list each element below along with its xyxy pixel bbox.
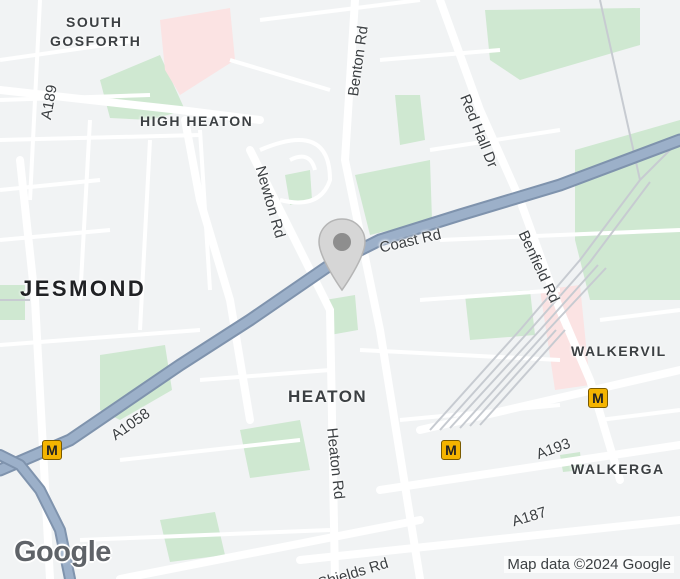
hospital-areas [160, 8, 590, 390]
area-label-high-heaton: HIGH HEATON [140, 113, 254, 129]
area-label-south: SOUTH [66, 14, 123, 30]
google-logo: Google [14, 536, 111, 568]
rail-lines [0, 0, 680, 431]
area-label-jesmond: JESMOND [20, 276, 147, 301]
map-attribution: Map data ©2024 Google [504, 556, 674, 573]
minor-roads [0, 0, 680, 542]
metro-station-icon[interactable]: M [42, 440, 62, 460]
area-label-walkergate: WALKERGA [571, 461, 665, 477]
area-label-walkerville: WALKERVIL [571, 343, 667, 359]
area-label-gosforth: GOSFORTH [50, 33, 142, 49]
map-pin-icon[interactable] [316, 216, 368, 294]
metro-station-icon[interactable]: M [588, 388, 608, 408]
area-label-heaton: HEATON [288, 387, 368, 406]
metro-station-icon[interactable]: M [441, 440, 461, 460]
